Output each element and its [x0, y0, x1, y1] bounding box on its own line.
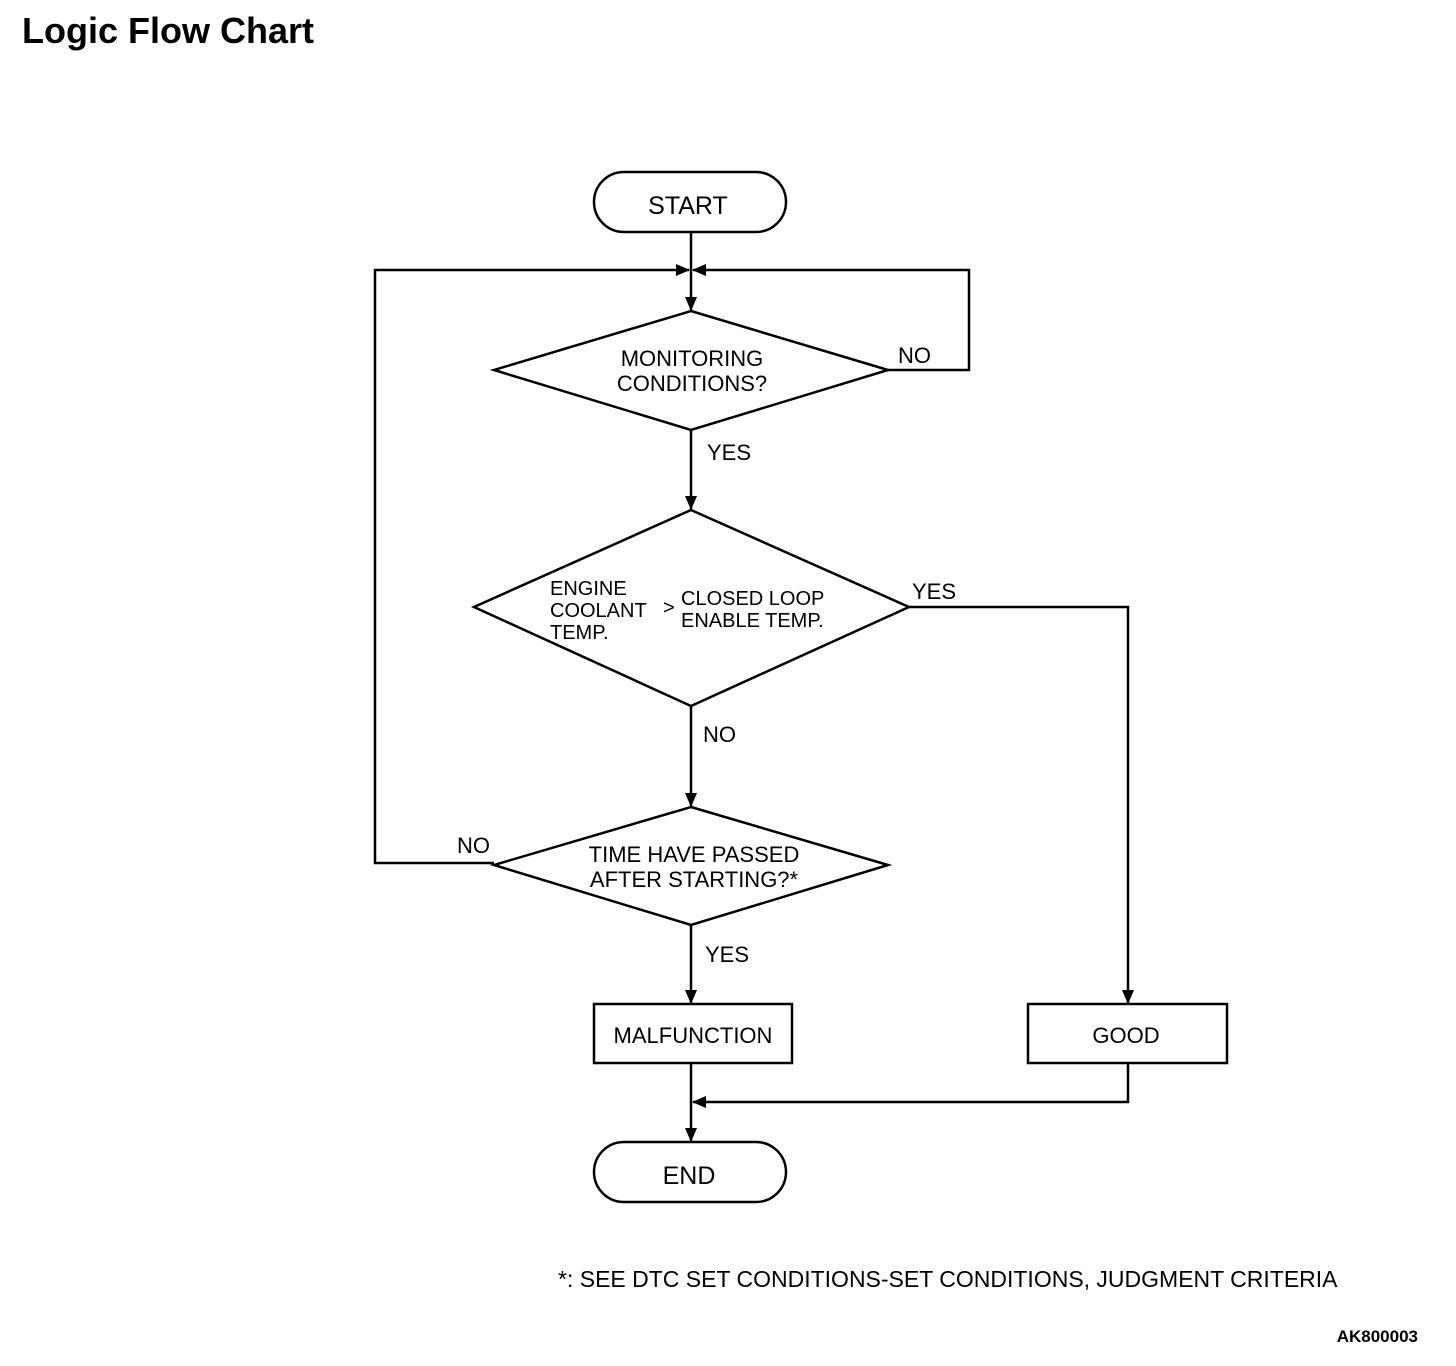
coolant-right-line2: ENABLE TEMP.	[681, 610, 824, 632]
coolant-left-line3: TEMP.	[550, 622, 609, 644]
good-label: GOOD	[1092, 1023, 1159, 1048]
time-label-line1: TIME HAVE PASSED	[589, 842, 800, 867]
good-box	[1026, 1002, 1229, 1065]
monitoring-label-line1: MONITORING	[621, 346, 764, 371]
end-terminal	[592, 1140, 788, 1204]
end-label: END	[663, 1162, 716, 1190]
start-terminal	[592, 170, 788, 234]
time-label-line2: AFTER STARTING?*	[590, 867, 799, 892]
monitoring-decision	[489, 309, 893, 432]
time-no-label: NO	[457, 833, 490, 858]
malfunction-label: MALFUNCTION	[614, 1023, 773, 1048]
connector-coolant-yes	[909, 605, 1134, 1004]
figure-code: AK800003	[1336, 1327, 1418, 1346]
coolant-decision	[470, 508, 913, 708]
page-title: Logic Flow Chart	[22, 10, 314, 51]
monitoring-no-label: NO	[898, 343, 931, 368]
footnote: *: SEE DTC SET CONDITIONS-SET CONDITIONS…	[558, 1266, 1338, 1292]
connector-good-end	[692, 1063, 1130, 1108]
coolant-left-line1: ENGINE	[550, 578, 627, 600]
time-decision	[489, 805, 893, 927]
coolant-yes-label: YES	[912, 579, 956, 604]
monitoring-yes-label: YES	[707, 440, 751, 465]
connector-time-no-loop	[373, 264, 690, 865]
connector-monitoring-no-loop	[692, 264, 971, 372]
start-label: START	[648, 192, 728, 220]
time-yes-label: YES	[705, 942, 749, 967]
coolant-no-label: NO	[703, 722, 736, 747]
malfunction-box	[592, 1002, 794, 1065]
monitoring-label-line2: CONDITIONS?	[617, 371, 767, 396]
coolant-left-line2: COOLANT	[550, 600, 647, 622]
coolant-right-line1: CLOSED LOOP	[681, 588, 824, 610]
coolant-operator: >	[663, 597, 675, 619]
